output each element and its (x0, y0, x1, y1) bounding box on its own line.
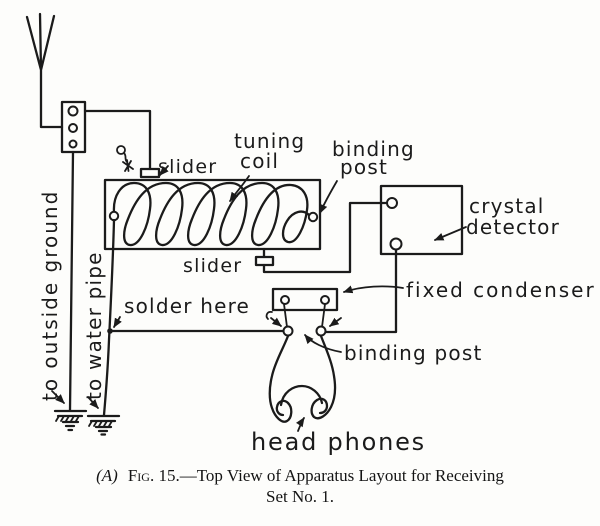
fixed-condenser-arrow (343, 285, 404, 294)
binding-post-top-arrow (319, 180, 338, 214)
slider-top (139, 167, 161, 179)
caption-fig: Fig. (127, 466, 155, 485)
slider-to-detector-wire (262, 201, 388, 274)
ground-symbol-left (53, 409, 88, 432)
outside-ground-wire (68, 150, 75, 412)
crystal-detector-arrow (434, 226, 467, 241)
tuning-coil (103, 178, 322, 251)
label-fixed-condenser: fixed condenser (406, 278, 596, 302)
bp-right-mark-arrow (329, 317, 342, 327)
headphones (268, 334, 337, 423)
caption-number: 15. (158, 466, 180, 485)
bp-left-mark-arrow (270, 317, 282, 327)
figure-caption-line2: Set No. 1. (0, 487, 600, 507)
label-tuning: tuning (234, 129, 305, 153)
caption-title: —Top View of Apparatus Layout for Receiv… (179, 466, 504, 485)
slider-bottom (254, 247, 275, 267)
water-pipe-arrow (87, 396, 99, 409)
binding-post-bottom-arrow (304, 334, 342, 353)
binding-post-left (282, 325, 294, 337)
antenna (25, 12, 64, 129)
label-head-phones: head phones (251, 428, 426, 456)
label-crystal: crystal (469, 194, 545, 218)
figure-caption-line1: (A) Fig. 15.—Top View of Apparatus Layout… (0, 466, 600, 486)
slider-top-arrow (159, 165, 169, 176)
caption-set-no: Set No. 1. (266, 487, 334, 506)
outside-ground-arrow (51, 390, 65, 404)
ground-symbol-right (86, 414, 121, 436)
binding-post-right (315, 325, 327, 337)
label-post-top: post (340, 155, 388, 179)
lightning-arrester-block (60, 100, 87, 154)
label-slider-bottom: slider (183, 255, 242, 277)
label-detector: detector (466, 215, 560, 239)
label-to-outside-ground: to outside ground (38, 190, 62, 401)
bp-left-mark-hook (265, 310, 273, 320)
solder-here-arrow (113, 316, 122, 328)
antenna-to-slider-wire (83, 109, 152, 171)
label-solder-here: solder here (124, 294, 250, 318)
label-slider-top: slider (158, 156, 217, 178)
label-coil: coil (240, 149, 279, 173)
crystal-detector (379, 184, 464, 256)
fixed-condenser (271, 287, 339, 328)
label-binding-top: binding (332, 137, 415, 161)
detector-to-phones-wire (324, 248, 398, 334)
clip-doodle (116, 145, 134, 172)
coil-right-binding-post (307, 211, 319, 223)
water-pipe-wire (102, 218, 116, 417)
head-phones-arrow (295, 417, 305, 432)
leader-arrows (51, 165, 467, 432)
tuning-coil-arrow (229, 175, 250, 202)
label-binding-post-bottom: binding post (344, 341, 483, 365)
caption-prefix: (A) (96, 466, 118, 485)
label-to-water-pipe: to water pipe (82, 251, 106, 400)
